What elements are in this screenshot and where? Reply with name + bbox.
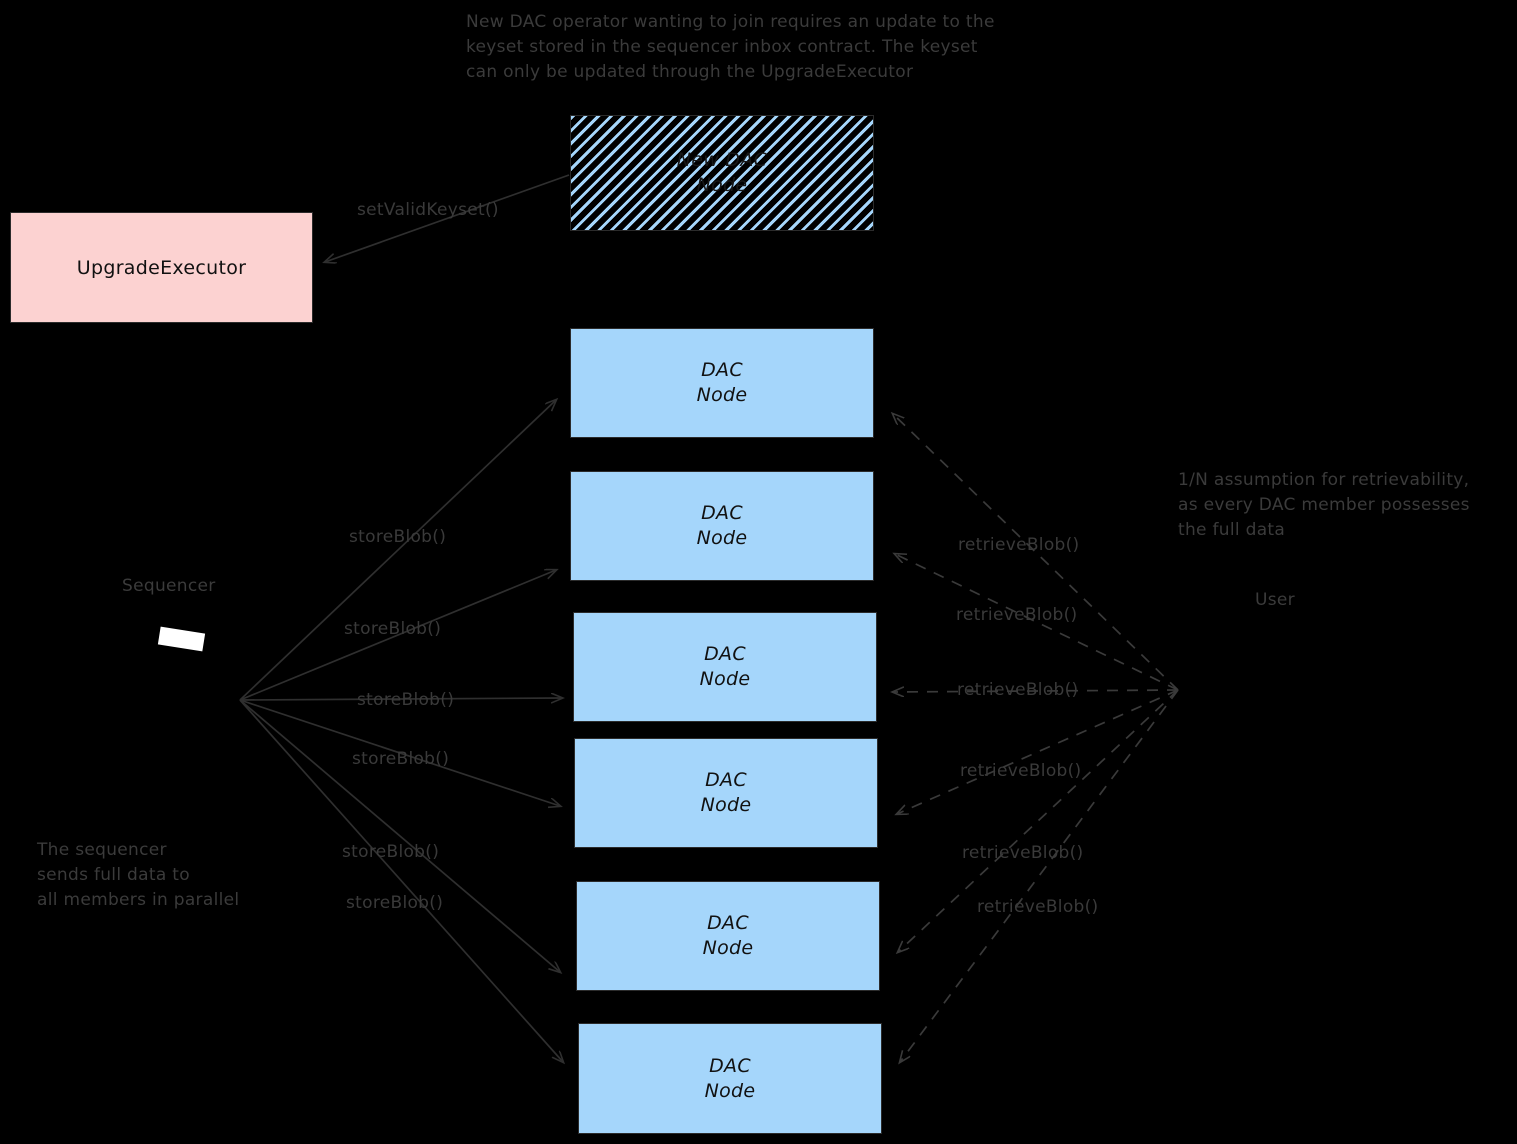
- edge-label-retrieve-blob-6: retrieveBlob(): [977, 897, 1099, 917]
- dac-node-4-line2: Node: [700, 794, 752, 816]
- edge-retrieve-blob-group: [893, 414, 1179, 1062]
- dac-node-1-line1: DAC: [701, 359, 743, 381]
- edge-label-retrieve-blob-2: retrieveBlob(): [956, 605, 1078, 625]
- edge-label-store-blob-6: storeBlob(): [346, 893, 444, 913]
- edge-label-retrieve-blob-4: retrieveBlob(): [960, 761, 1082, 781]
- edge-label-retrieve-blob-1: retrieveBlob(): [958, 535, 1080, 555]
- dac-node-5-line2: Node: [702, 937, 754, 959]
- note-bottom-left: The sequencer sends full data to all mem…: [37, 840, 240, 910]
- edge-label-store-blob-3: storeBlob(): [357, 690, 455, 710]
- dac-node-box-4: DAC Node: [574, 738, 878, 848]
- new-dac-node-box: New DAC Node: [570, 115, 874, 231]
- edge-label-store-blob-2: storeBlob(): [344, 619, 442, 639]
- dac-node-4-line1: DAC: [705, 769, 747, 791]
- new-dac-node-line2: Node: [696, 174, 748, 196]
- dac-node-box-3: DAC Node: [573, 612, 877, 722]
- dac-node-2-line1: DAC: [701, 502, 743, 524]
- new-dac-node-line1: New DAC: [676, 149, 768, 171]
- dac-node-box-2: DAC Node: [570, 471, 874, 581]
- upgrade-executor-label: UpgradeExecutor: [76, 256, 247, 279]
- upgrade-executor-box: UpgradeExecutor: [10, 212, 313, 323]
- dac-node-box-5: DAC Node: [576, 881, 880, 991]
- sequencer-icon: [157, 626, 206, 652]
- edge-label-retrieve-blob-3: retrieveBlob(): [957, 680, 1079, 700]
- dac-node-6-line1: DAC: [709, 1054, 751, 1077]
- edge-label-store-blob-5: storeBlob(): [342, 842, 440, 862]
- note-right: 1/N assumption for retrievability, as ev…: [1178, 470, 1470, 540]
- dac-node-box-1: DAC Node: [570, 328, 874, 438]
- dac-node-3-line1: DAC: [704, 643, 746, 665]
- dac-node-6-line2: Node: [704, 1079, 756, 1102]
- dac-node-box-6: DAC Node: [578, 1023, 882, 1134]
- dac-node-2-line2: Node: [696, 527, 748, 549]
- edge-label-set-valid-keyset: setValidKeyset(): [357, 200, 499, 220]
- edge-label-retrieve-blob-5: retrieveBlob(): [962, 843, 1084, 863]
- dac-node-5-line1: DAC: [707, 912, 749, 934]
- note-top: New DAC operator wanting to join require…: [466, 12, 995, 82]
- dac-node-3-line2: Node: [699, 668, 751, 690]
- edge-label-store-blob-1: storeBlob(): [349, 527, 447, 547]
- user-label: User: [1255, 590, 1295, 610]
- edge-store-blob-group: [239, 400, 563, 1062]
- edge-label-store-blob-4: storeBlob(): [352, 749, 450, 769]
- dac-node-1-line2: Node: [696, 384, 748, 406]
- sequencer-label: Sequencer: [122, 576, 216, 596]
